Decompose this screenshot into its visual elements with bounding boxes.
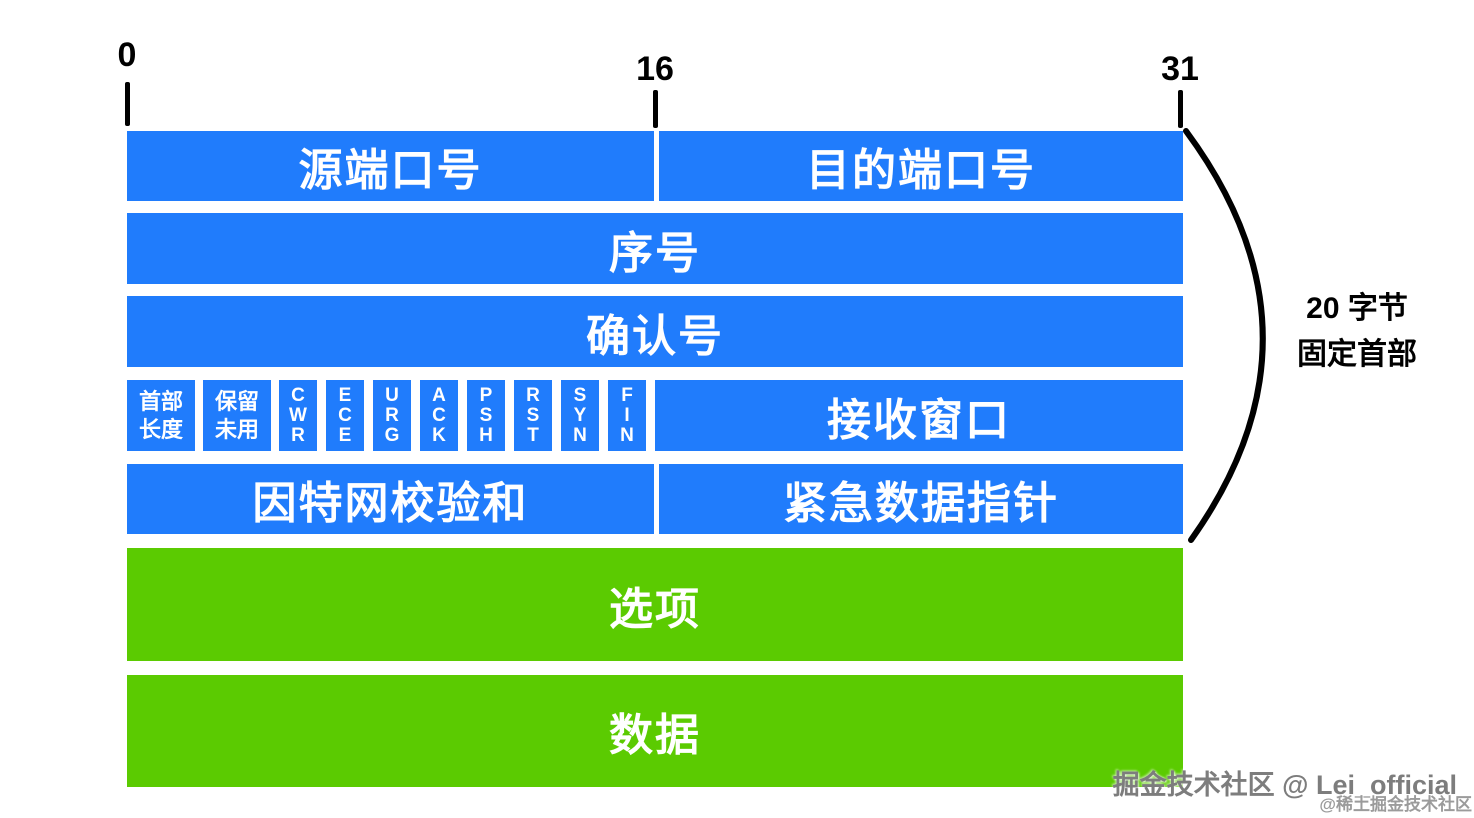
field-source-port: 源端口号 [127, 131, 654, 201]
field-checksum: 因特网校验和 [127, 464, 654, 534]
bit-tick-16 [653, 90, 658, 128]
field-reserved: 保留 未用 [203, 380, 271, 451]
field-reserved-line1: 保留 [214, 388, 259, 414]
bit-tick-31 [1178, 90, 1183, 128]
fixed-header-annotation-line2: 固定首部 [1297, 338, 1417, 371]
bit-tick-0 [125, 82, 130, 126]
watermark-secondary: @稀土掘金技术社区 [1319, 795, 1472, 814]
field-options: 选项 [127, 548, 1183, 661]
fixed-header-annotation-line1: 20 字节 [1306, 292, 1408, 325]
bit-label-31: 31 [1161, 50, 1199, 88]
field-sequence-number: 序号 [127, 213, 1183, 284]
field-receive-window: 接收窗口 [655, 380, 1183, 451]
field-reserved-line2: 未用 [214, 416, 259, 442]
watermark-primary: 掘金技术社区 @ Lei_official [1112, 770, 1457, 800]
field-data: 数据 [127, 675, 1183, 787]
field-urgent-pointer: 紧急数据指针 [659, 464, 1183, 534]
field-header-length: 首部 长度 [127, 380, 195, 451]
field-header-length-line2: 长度 [138, 416, 183, 442]
field-destination-port: 目的端口号 [659, 131, 1183, 201]
field-header-length-line1: 首部 [138, 388, 183, 414]
bit-label-16: 16 [636, 50, 674, 88]
bit-label-0: 0 [117, 36, 137, 74]
field-ack-number: 确认号 [127, 296, 1183, 367]
fixed-header-annotation: 20 字节 固定首部 [1272, 286, 1442, 378]
